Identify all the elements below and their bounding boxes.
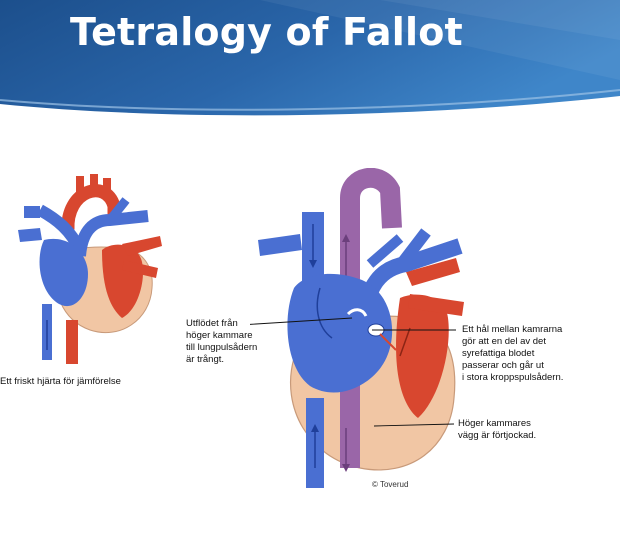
septal-defect-label: Ett hål mellan kamrarna gör att en del a… bbox=[462, 324, 564, 383]
wall-leader-line bbox=[373, 423, 455, 427]
title-banner: Tetralogy of Fallot bbox=[0, 0, 620, 125]
outflow-leader-line bbox=[250, 317, 353, 325]
pulmonary-vessel bbox=[340, 168, 402, 468]
slide-title: Tetralogy of Fallot bbox=[70, 10, 463, 54]
banner-background bbox=[0, 0, 620, 125]
left-ventricle bbox=[396, 294, 449, 418]
healthy-heart-illustration bbox=[18, 174, 162, 364]
tetralogy-heart-illustration bbox=[250, 168, 464, 488]
right-ventricle bbox=[287, 273, 393, 393]
image-credit: © Toverud bbox=[372, 480, 409, 489]
outflow-label: Utflödet från höger kammare till lungpul… bbox=[186, 318, 258, 365]
ventricle-wall-label: Höger kammares vägg är förtjockad. bbox=[458, 418, 537, 441]
healthy-heart-caption: Ett friskt hjärta för jämförelse bbox=[0, 376, 121, 387]
